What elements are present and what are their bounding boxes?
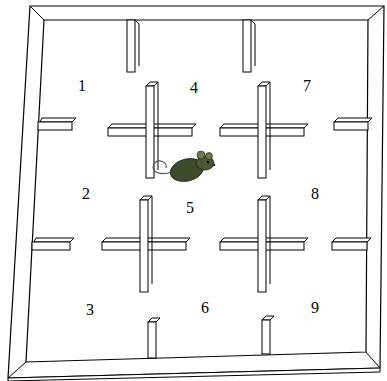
compartment-number: 4	[190, 80, 198, 96]
compartment-number: 8	[311, 186, 319, 202]
compartment-number: 9	[311, 300, 319, 316]
compartment-number: 6	[201, 300, 209, 316]
mouse	[153, 151, 215, 185]
compartment-number: 3	[86, 302, 94, 318]
compartment-number: 2	[82, 186, 90, 202]
compartment-number: 5	[186, 200, 194, 216]
compartment-number: 7	[303, 78, 311, 94]
compartment-number: 1	[78, 78, 86, 94]
